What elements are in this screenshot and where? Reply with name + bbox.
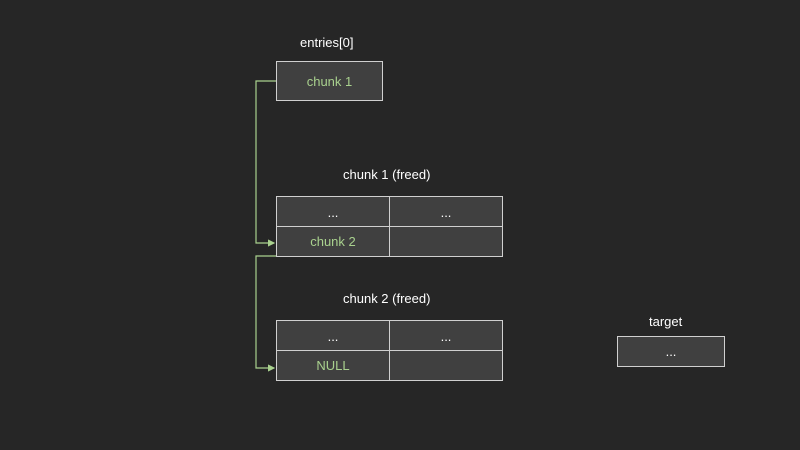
chunk2-box: ... ... NULL <box>276 320 503 381</box>
entries-box: chunk 1 <box>276 61 383 101</box>
chunk2-title: chunk 2 (freed) <box>343 291 431 306</box>
target-cell: ... <box>618 337 724 366</box>
chunk2-cell-top-left: ... <box>277 321 389 351</box>
chunk1-box: ... ... chunk 2 <box>276 196 503 257</box>
chunk1-cell-fd: chunk 2 <box>277 227 389 256</box>
chunk1-title: chunk 1 (freed) <box>343 167 431 182</box>
chunk2-cell-top-right: ... <box>390 321 502 351</box>
target-box: ... <box>617 336 725 367</box>
target-title: target <box>649 314 683 329</box>
arrow-entries-to-chunk1 <box>255 80 276 247</box>
chunk1-divider-horizontal <box>277 226 502 227</box>
entries-title: entries[0] <box>300 35 354 50</box>
arrow-chunk1-to-chunk2 <box>255 255 276 372</box>
chunk2-cell-bottom-right <box>390 351 502 380</box>
entries-cell: chunk 1 <box>277 62 382 100</box>
chunk1-cell-top-right: ... <box>390 197 502 227</box>
chunk1-cell-bottom-right <box>390 227 502 256</box>
chunk2-divider-horizontal <box>277 350 502 351</box>
chunk1-cell-top-left: ... <box>277 197 389 227</box>
chunk2-cell-fd: NULL <box>277 351 389 380</box>
